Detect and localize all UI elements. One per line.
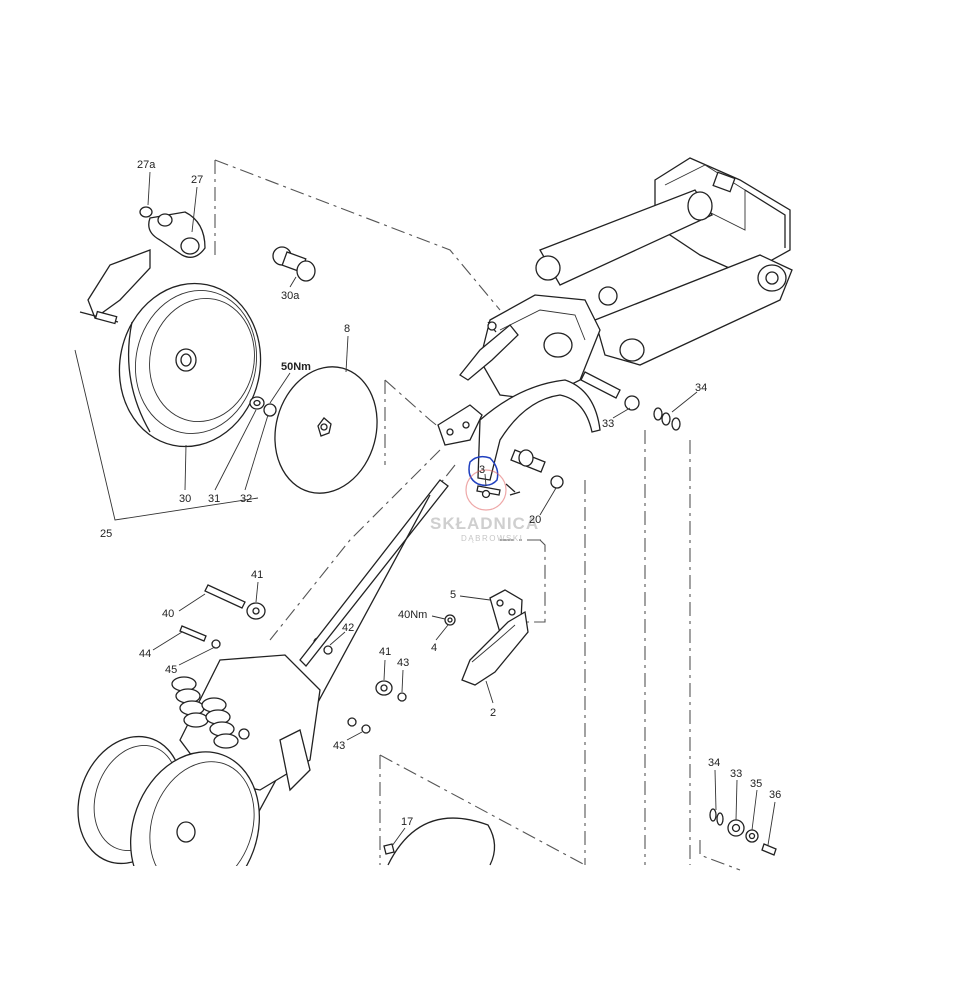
label-43-upper: 43: [397, 657, 409, 669]
label-33-bottom: 33: [730, 768, 742, 780]
label-17: 17: [401, 816, 413, 828]
nut-43b: [361, 724, 371, 734]
frame-body: [479, 294, 601, 401]
disc-hub: [317, 417, 332, 437]
bush-32: [263, 403, 277, 417]
label-torque-50nm: 50Nm: [281, 361, 311, 373]
label-36: 36: [769, 789, 781, 801]
coulter-arm: [477, 379, 601, 481]
gauge-wheel-assembly: [79, 206, 378, 494]
disc-17: [387, 817, 496, 866]
spacer-30a: [272, 246, 316, 282]
watermark: SKŁADNICA DĄBROWSKI: [430, 469, 539, 543]
bolt-44: [179, 625, 207, 642]
pin-parts-lower: [709, 808, 777, 856]
label-35: 35: [750, 778, 762, 790]
label-41-right: 41: [379, 646, 391, 658]
washer-31: [249, 396, 265, 410]
nut-4: [444, 614, 456, 626]
label-3: 3: [479, 464, 485, 476]
bushing-27a-a: [157, 213, 173, 227]
washer-41a: [246, 602, 266, 620]
label-25: 25: [100, 528, 112, 540]
assembly-guide-lines: [214, 159, 741, 871]
label-44: 44: [139, 648, 151, 660]
wheel-hub: [175, 348, 197, 372]
watermark-sub: DĄBROWSKI: [461, 534, 523, 543]
bush-33: [727, 819, 745, 837]
side-plate: [437, 404, 483, 446]
washer-35: [745, 829, 759, 843]
label-32: 32: [240, 493, 252, 505]
lower-link: [594, 254, 793, 366]
label-31: 31: [208, 493, 220, 505]
label-8: 8: [344, 323, 350, 335]
label-45: 45: [165, 664, 177, 676]
label-42: 42: [342, 622, 354, 634]
part-labels: 27a 27 30a 8 50Nm 30 31 32 25 34 33 3 20…: [100, 159, 781, 828]
closing-arm: [299, 479, 449, 667]
label-40: 40: [162, 608, 174, 620]
bolt-36: [761, 843, 777, 856]
bushing-27a: [139, 206, 153, 218]
label-30a: 30a: [281, 290, 300, 302]
spring-right: [201, 697, 239, 749]
nut-42b: [323, 645, 333, 655]
pin-33-top: [580, 371, 621, 399]
seed-boot-assembly: [444, 589, 529, 686]
watermark-seal: [465, 469, 507, 511]
parallel-linkage-frame: [437, 157, 793, 499]
highlight-circle: [468, 455, 499, 487]
spring-left: [171, 676, 209, 728]
label-20: 20: [529, 514, 541, 526]
shoe-2: [461, 610, 529, 686]
label-33-top: 33: [602, 418, 614, 430]
label-41-left: 41: [251, 569, 263, 581]
washer-41b: [375, 680, 393, 696]
label-43-lower: 43: [333, 740, 345, 752]
label-5: 5: [450, 589, 456, 601]
label-4: 4: [431, 642, 437, 654]
label-30: 30: [179, 493, 191, 505]
label-27a: 27a: [137, 159, 156, 171]
leader-lines: [74, 171, 776, 847]
label-torque-40nm: 40Nm: [398, 609, 427, 621]
ring-20: [550, 475, 564, 489]
nut-43a: [397, 692, 407, 702]
bolt-3: [476, 485, 501, 496]
label-34-top: 34: [695, 382, 707, 394]
wheel-bracket: [87, 249, 151, 320]
watermark-brand: SKŁADNICA: [430, 514, 539, 533]
label-34-bottom: 34: [708, 757, 720, 769]
handle: [459, 324, 519, 381]
label-27: 27: [191, 174, 203, 186]
arm-27-hole: [180, 237, 200, 255]
bolt-40: [204, 584, 246, 609]
label-2: 2: [490, 707, 496, 719]
closing-wheel-assembly: [60, 479, 496, 1000]
